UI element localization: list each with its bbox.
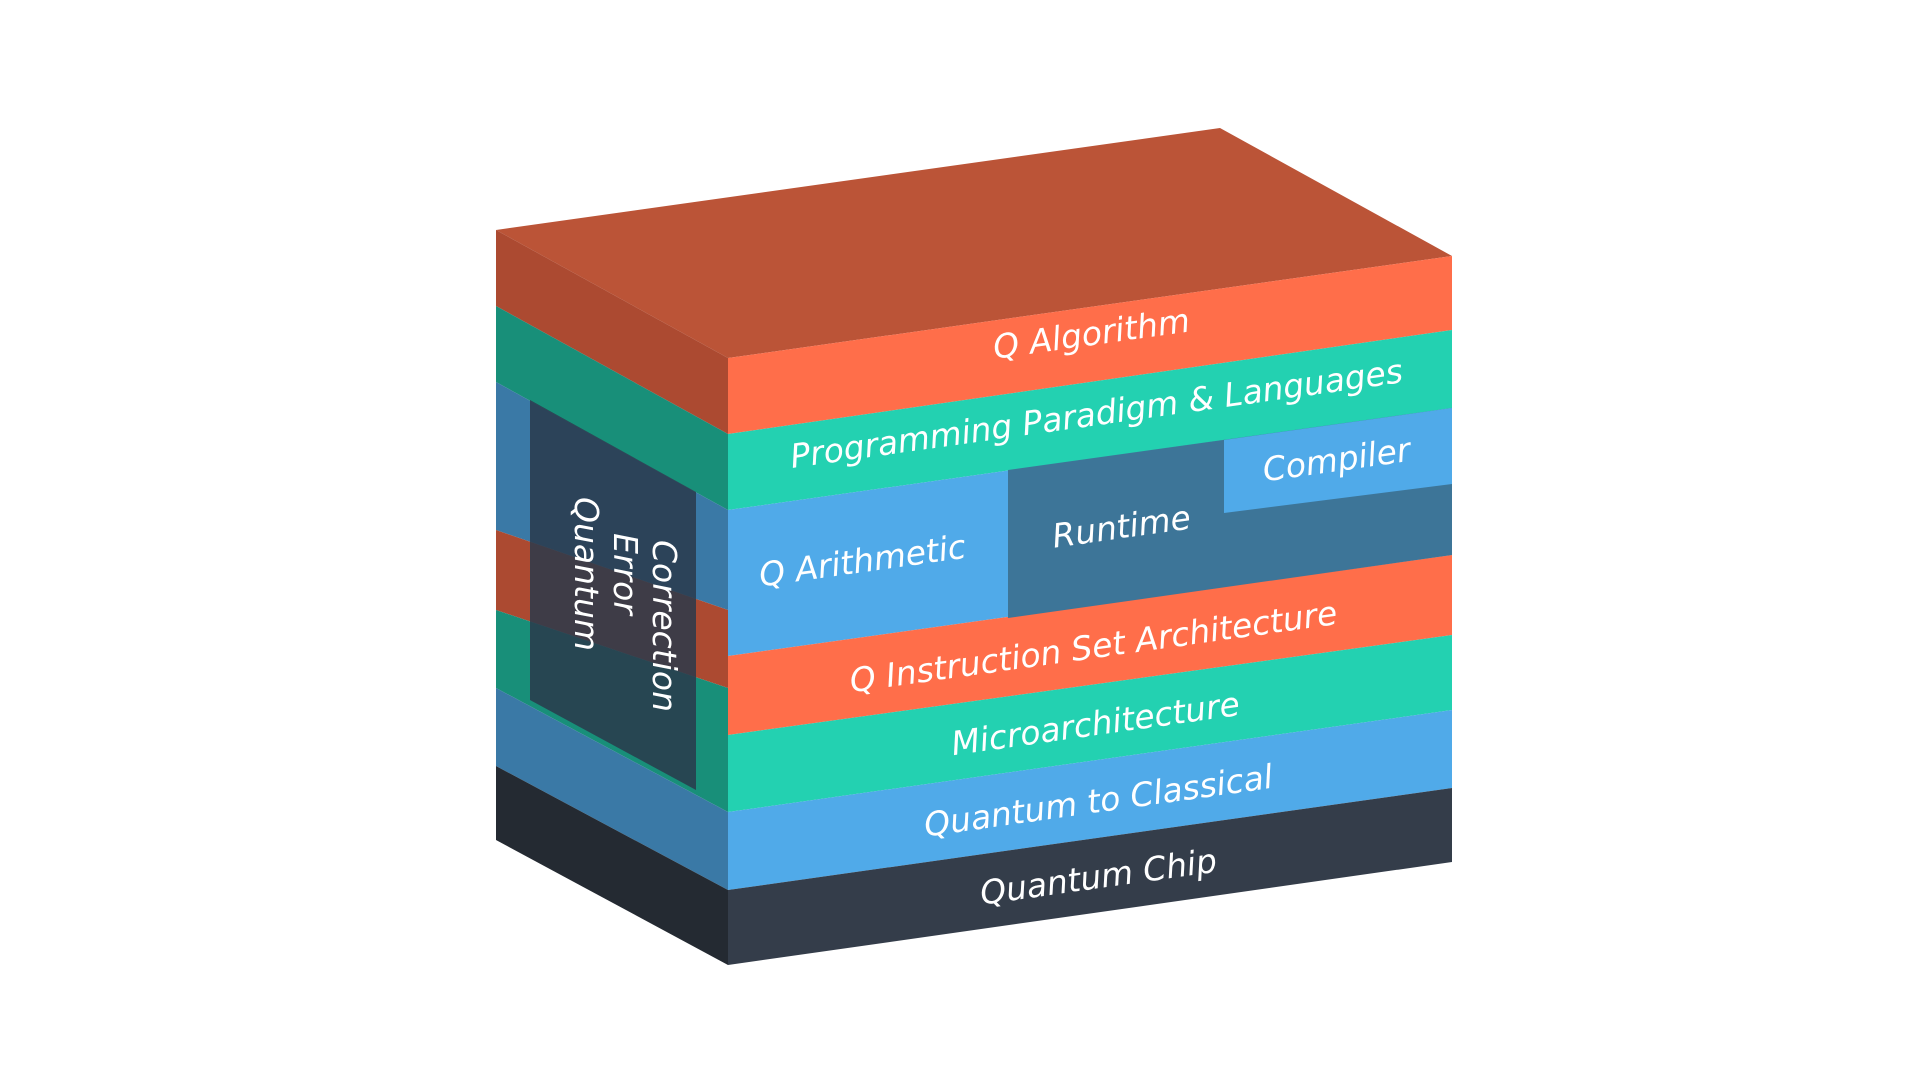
layer-front-microarchitecture bbox=[728, 635, 1452, 812]
stack-top-face bbox=[496, 128, 1452, 358]
layer-side-q-algorithm bbox=[496, 230, 728, 434]
label-qec-line-3: Correction bbox=[645, 540, 684, 712]
layer-front-q-algorithm bbox=[728, 256, 1452, 434]
compiler-block bbox=[1224, 408, 1452, 513]
label-qec-line-1: Quantum bbox=[567, 497, 606, 651]
layer-side-quantum-to-classical bbox=[496, 688, 728, 890]
layer-side-programming bbox=[496, 306, 728, 510]
label-qec-line-2: Error bbox=[606, 533, 645, 617]
layer-front-programming bbox=[728, 330, 1452, 510]
layer-front-quantum-to-classical bbox=[728, 710, 1452, 890]
quantum-error-correction-panel bbox=[530, 400, 696, 790]
layer-front-quantum-chip bbox=[728, 788, 1452, 965]
layer-side-quantum-chip bbox=[496, 766, 728, 965]
layer-front-isa bbox=[728, 555, 1452, 735]
